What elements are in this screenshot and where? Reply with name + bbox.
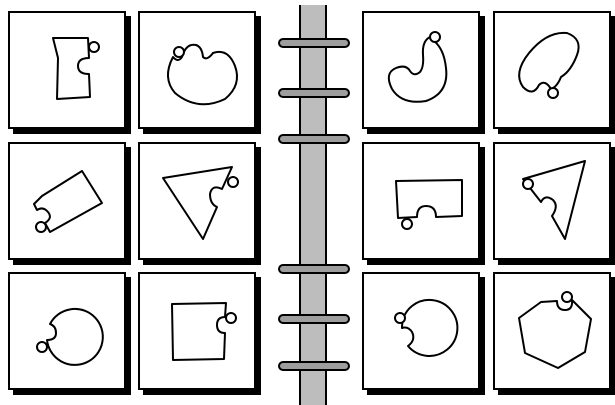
bean-piece-icon [495, 13, 609, 127]
tilted-rectangle-piece-icon [10, 144, 124, 258]
blob-piece-icon [140, 13, 254, 127]
rectangle-notch-piece-icon [364, 144, 478, 258]
binder-ring-icon [278, 132, 350, 146]
puzzle-card-triangle[interactable] [138, 142, 256, 260]
pentagon-piece-icon [495, 274, 609, 388]
binder-ring-icon [278, 36, 350, 50]
puzzle-card-tilted-rectangle[interactable] [8, 142, 126, 260]
puzzle-card-kidney[interactable] [362, 11, 480, 129]
puzzle-card-square[interactable] [138, 272, 256, 390]
puzzle-card-pentagon[interactable] [493, 272, 611, 390]
binder-ring-icon [278, 312, 350, 326]
rectangle-piece-icon [10, 13, 124, 127]
binder-ring-icon [278, 86, 350, 100]
triangle-piece-icon [140, 144, 254, 258]
puzzle-card-circle-right[interactable] [362, 272, 480, 390]
puzzle-card-triangle-right[interactable] [493, 142, 611, 260]
puzzle-card-circle[interactable] [8, 272, 126, 390]
circle-piece-icon [10, 274, 124, 388]
square-piece-icon [140, 274, 254, 388]
binder-ring-icon [278, 359, 350, 373]
puzzle-card-blob[interactable] [138, 11, 256, 129]
triangle-piece-icon [495, 144, 609, 258]
puzzle-card-rectangle[interactable] [8, 11, 126, 129]
circle-piece-icon [364, 274, 478, 388]
kidney-piece-icon [364, 13, 478, 127]
puzzle-card-rectangle-notch[interactable] [362, 142, 480, 260]
binder-ring-icon [278, 262, 350, 276]
binder-spine [299, 5, 327, 405]
puzzle-card-bean[interactable] [493, 11, 611, 129]
